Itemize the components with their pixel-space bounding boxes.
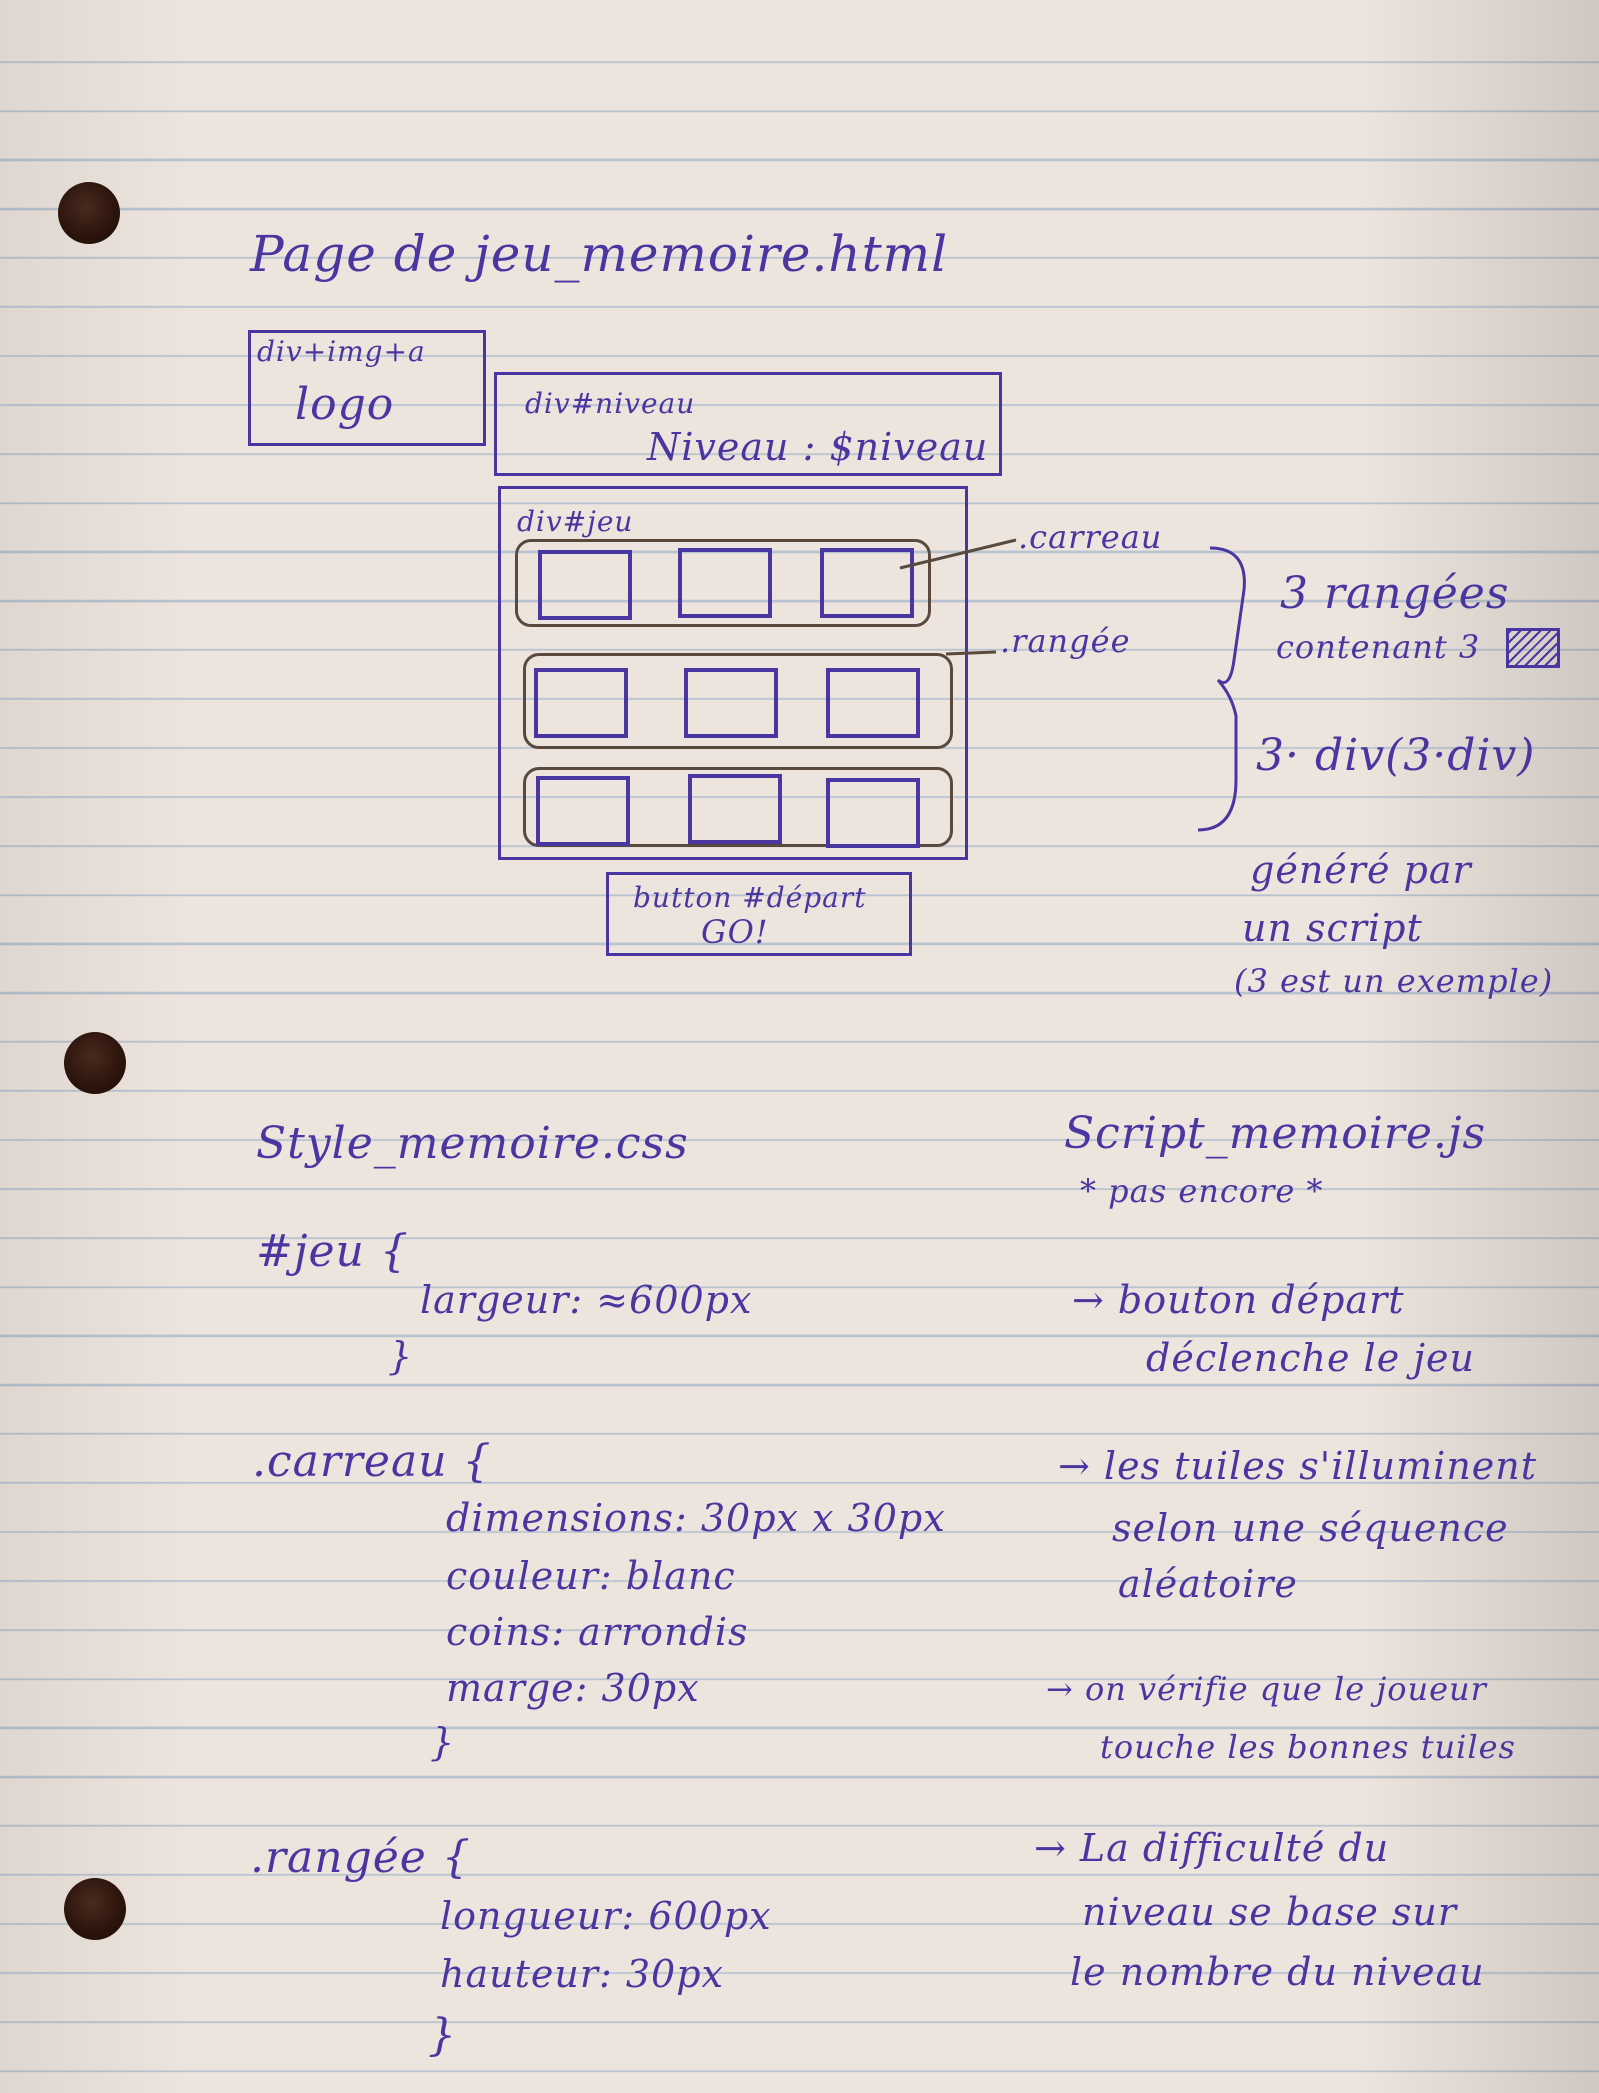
binder-hole-top (58, 182, 120, 244)
binder-hole-bottom (64, 1878, 126, 1940)
hatched-square-icon (1506, 628, 1560, 668)
page-title: Page de jeu_memoire.html (250, 225, 949, 283)
css-jeu-close: } (388, 1334, 414, 1378)
js-note-1-line-1: → bouton départ (1072, 1278, 1405, 1322)
tile-3-1 (536, 776, 630, 846)
js-note-2-line-1: → les tuiles s'illuminent (1058, 1444, 1538, 1488)
depart-button-line1: button #départ (633, 881, 867, 914)
css-section-title: Style_memoire.css (256, 1118, 689, 1169)
js-note-2-line-3: aléatoire (1118, 1562, 1298, 1606)
row-2 (523, 653, 953, 749)
logo-box: div+img+a logo (248, 330, 486, 446)
row-3 (523, 767, 953, 848)
tile-3-2 (688, 774, 782, 844)
js-note-4-line-3: le nombre du niveau (1070, 1950, 1485, 1994)
js-note-4-line-1: → La difficulté du (1034, 1826, 1390, 1870)
niveau-box: div#niveau Niveau : $niveau (494, 372, 1002, 476)
side-note-line4: généré par (1250, 848, 1472, 892)
row-1 (515, 539, 931, 627)
js-section-title: Script_memoire.js (1064, 1108, 1487, 1159)
side-note-line2: contenant 3 (1276, 628, 1481, 666)
side-note-line5: un script (1242, 906, 1423, 950)
js-note-3-line-1: → on vérifie que le joueur (1046, 1670, 1487, 1708)
css-carreau-rule-3: coins: arrondis (446, 1610, 749, 1654)
niveau-box-line2: Niveau : $niveau (647, 425, 989, 469)
css-carreau-close: } (430, 1720, 456, 1764)
depart-button-box: button #départ GO! (606, 872, 912, 956)
tile-2-3 (826, 668, 920, 738)
tile-1-3 (820, 548, 914, 618)
curly-brace (1197, 546, 1246, 832)
css-rangee-selector: .rangée { (250, 1832, 471, 1883)
jeu-box: div#jeu (498, 486, 968, 860)
side-note-line1: 3 rangées (1280, 568, 1510, 619)
css-carreau-rule-2: couleur: blanc (446, 1554, 736, 1598)
carreau-callout-line (899, 538, 1017, 570)
logo-box-line1: div+img+a (257, 335, 426, 368)
js-note-4-line-2: niveau se base sur (1082, 1890, 1458, 1934)
css-carreau-selector: .carreau { (252, 1436, 492, 1487)
js-section-subtitle: * pas encore * (1080, 1172, 1324, 1210)
css-rangee-rule-1: longueur: 600px (440, 1894, 772, 1938)
css-rangee-close: } (428, 2010, 457, 2061)
js-note-1-line-2: déclenche le jeu (1146, 1336, 1475, 1380)
tile-2-2 (684, 668, 778, 738)
jeu-box-label: div#jeu (517, 505, 634, 538)
rangee-label: .rangée (1000, 622, 1131, 660)
tile-2-1 (534, 668, 628, 738)
css-jeu-rule: largeur: ≈600px (420, 1278, 753, 1322)
binder-hole-middle (64, 1032, 126, 1094)
js-note-2-line-2: selon une séquence (1112, 1506, 1509, 1550)
css-carreau-rule-1: dimensions: 30px x 30px (446, 1496, 946, 1540)
carreau-label: .carreau (1018, 518, 1163, 556)
side-note-line6: (3 est un exemple) (1234, 962, 1554, 1000)
css-carreau-rule-4: marge: 30px (446, 1666, 700, 1710)
logo-box-line2: logo (295, 379, 395, 430)
js-note-3-line-2: touche les bonnes tuiles (1100, 1728, 1516, 1766)
niveau-box-line1: div#niveau (525, 387, 696, 420)
depart-button-line2: GO! (701, 913, 769, 951)
css-jeu-selector: #jeu { (256, 1226, 409, 1277)
side-note-line3: 3· div(3·div) (1256, 730, 1536, 781)
css-rangee-rule-2: hauteur: 30px (440, 1952, 724, 1996)
tile-3-3 (826, 778, 920, 848)
rangee-callout-line (945, 650, 997, 656)
tile-1-1 (538, 550, 632, 620)
tile-1-2 (678, 548, 772, 618)
